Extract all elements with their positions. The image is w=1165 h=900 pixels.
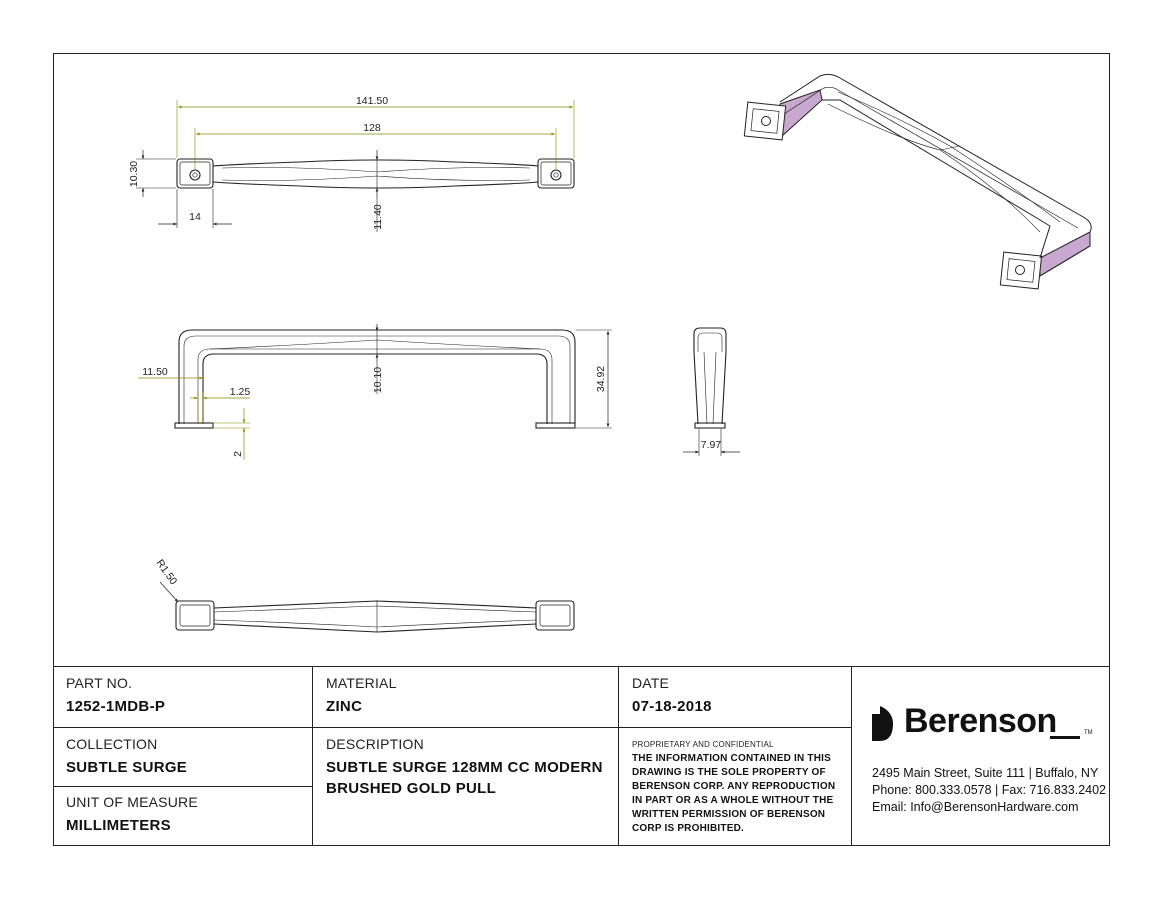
trademark: TM xyxy=(1084,730,1093,736)
drawing-frame xyxy=(53,53,1110,846)
proprietary-title: PROPRIETARY AND CONFIDENTIAL xyxy=(632,740,774,749)
side-view-dimensions: 7.97 xyxy=(683,429,740,456)
top-view xyxy=(176,158,575,190)
top-view-dimensions: 141.50 128 10.30 14 11.40 xyxy=(128,95,575,232)
dim-depth: 7.97 xyxy=(701,439,722,451)
company-phone: Phone: 800.333.0578 | Fax: 716.833.2402 xyxy=(872,783,1106,797)
dim-bar-thickness: 10.10 xyxy=(372,367,384,393)
side-view xyxy=(693,327,727,429)
company-email: Email: Info@BerensonHardware.com xyxy=(872,800,1079,814)
dim-center-to-center: 128 xyxy=(363,122,381,134)
divider xyxy=(618,666,620,846)
uom: MILLIMETERS xyxy=(66,817,171,834)
description-label: DESCRIPTION xyxy=(326,736,424,752)
description: SUBTLE SURGE 128MM CC MODERN BRUSHED GOL… xyxy=(326,759,603,797)
dim-end-width: 14 xyxy=(189,211,201,223)
isometric-view xyxy=(743,73,1092,290)
uom-label: UNIT OF MEASURE xyxy=(66,794,198,810)
divider xyxy=(312,666,314,846)
divider xyxy=(53,727,851,729)
collection: SUBTLE SURGE xyxy=(66,759,188,776)
date: 07-18-2018 xyxy=(632,698,712,715)
dim-projection: 34.92 xyxy=(595,366,607,392)
dim-wall: 1.25 xyxy=(230,386,251,398)
company-name: Berenson xyxy=(904,702,1057,740)
dim-overall-length: 141.50 xyxy=(356,95,388,107)
divider xyxy=(851,666,853,846)
material-label: MATERIAL xyxy=(326,675,397,691)
berenson-logo-mark xyxy=(872,706,894,741)
dim-base-step: 2 xyxy=(232,451,244,457)
proprietary-text: THE INFORMATION CONTAINED IN THIS DRAWIN… xyxy=(632,753,836,834)
divider xyxy=(53,786,312,788)
company-address: 2495 Main Street, Suite 111 | Buffalo, N… xyxy=(872,766,1099,780)
date-label: DATE xyxy=(632,675,670,691)
dim-end-height: 10.30 xyxy=(128,161,140,187)
bottom-view xyxy=(175,600,575,633)
dim-bar-width: 11.40 xyxy=(372,204,384,230)
brand-underline xyxy=(1050,736,1080,739)
dim-leg-offset: 11.50 xyxy=(142,366,168,378)
part-no-label: PART NO. xyxy=(66,675,133,691)
front-view-dimensions: 10.10 34.92 11.50 1.25 2 xyxy=(138,324,612,460)
part-no: 1252-1MDB-P xyxy=(66,698,166,715)
title-block xyxy=(53,666,1110,846)
material: ZINC xyxy=(326,698,363,715)
collection-label: COLLECTION xyxy=(66,736,158,752)
